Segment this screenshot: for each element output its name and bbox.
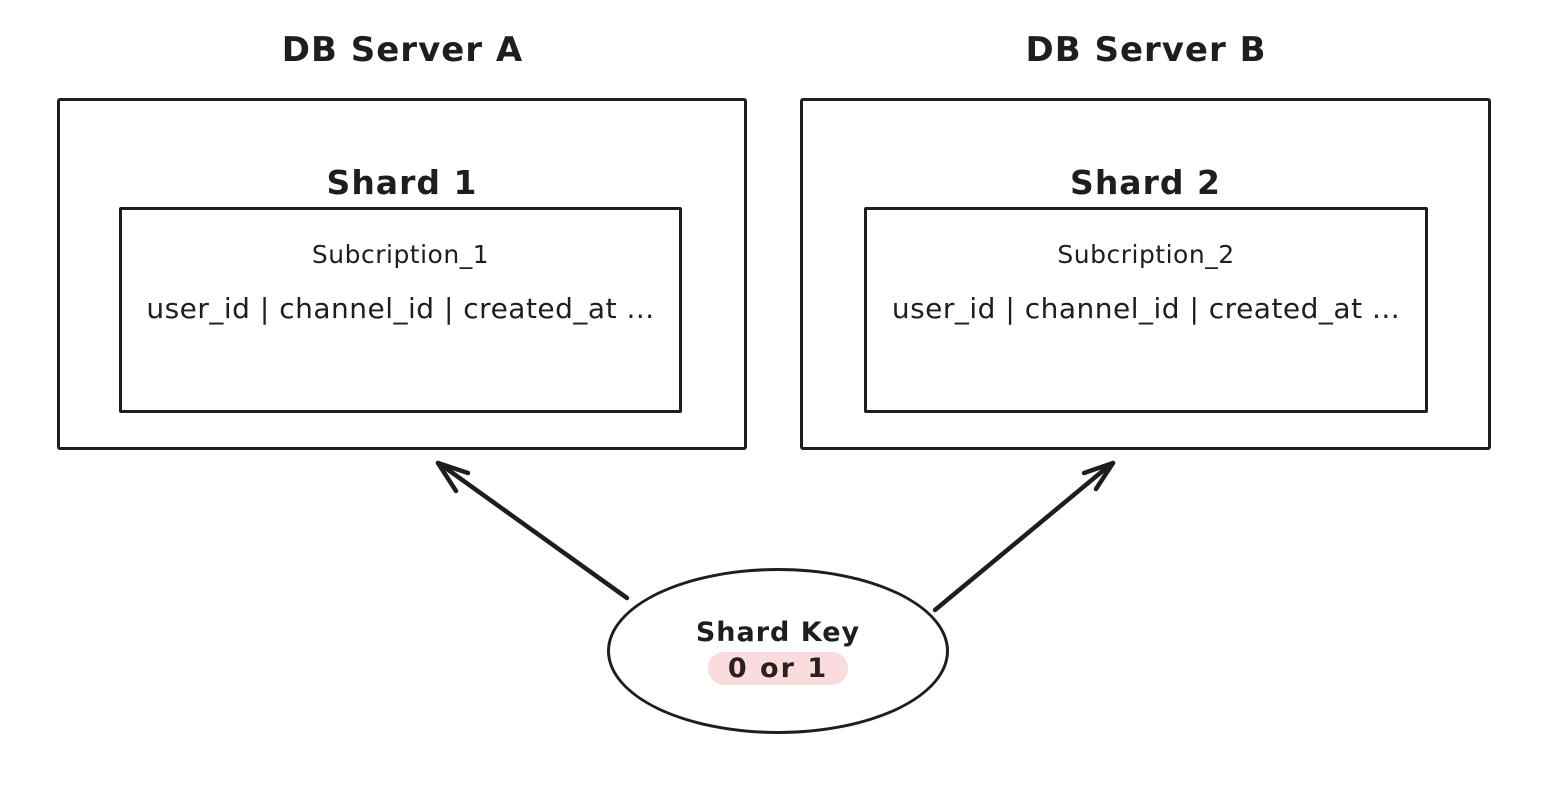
db-server-a-group: DB Server A Shard 1 Subcription_1 user_i… (57, 30, 748, 455)
shard-key-label: Shard Key (695, 617, 861, 648)
db-server-b-group: DB Server B Shard 2 Subcription_2 user_i… (800, 30, 1492, 455)
shard-1-table-name: Subcription_1 (311, 240, 490, 269)
shard-1-table-columns: user_id | channel_id | created_at ... (146, 292, 655, 325)
shard-2-table-name: Subcription_2 (1057, 240, 1235, 269)
db-server-a-title: DB Server A (281, 30, 524, 70)
arrow-to-shard-1 (435, 460, 630, 601)
shard-key-value-highlight: 0 or 1 (707, 652, 849, 685)
arrow-to-shard-2 (932, 460, 1116, 613)
db-server-a-box: Shard 1 Subcription_1 user_id | channel_… (57, 98, 747, 450)
shard-1-table-box: Subcription_1 user_id | channel_id | cre… (119, 207, 682, 413)
shard-1-title: Shard 1 (326, 163, 478, 202)
db-server-b-title: DB Server B (1025, 30, 1267, 70)
shard-key-node: Shard Key 0 or 1 (607, 568, 949, 734)
shard-2-title: Shard 2 (1070, 163, 1221, 202)
shard-2-table-box: Subcription_2 user_id | channel_id | cre… (864, 207, 1428, 413)
shard-2-table-columns: user_id | channel_id | created_at ... (891, 292, 1401, 325)
db-server-b-box: Shard 2 Subcription_2 user_id | channel_… (800, 98, 1491, 450)
